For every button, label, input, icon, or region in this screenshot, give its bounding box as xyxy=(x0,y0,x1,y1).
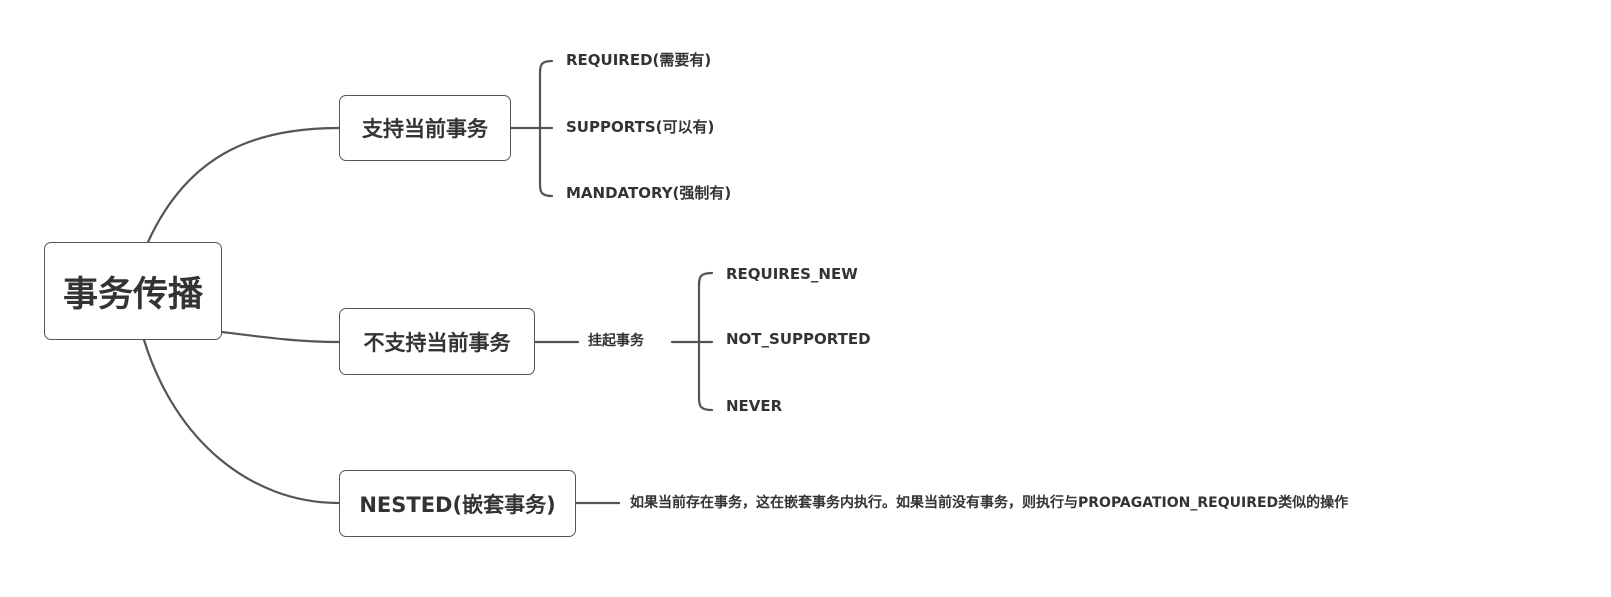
option-requires-new[interactable]: REQUIRES_NEW xyxy=(726,265,858,283)
root-label: 事务传播 xyxy=(62,274,203,315)
branch-support-current-transaction[interactable]: 支持当前事务 xyxy=(339,95,511,161)
brace-not-support-children xyxy=(697,271,714,412)
connector-root-nested xyxy=(142,338,341,505)
branch-not-support-current-transaction[interactable]: 不支持当前事务 xyxy=(339,308,535,375)
option-required[interactable]: REQUIRED(需要有) xyxy=(566,51,712,69)
branch-label: 支持当前事务 xyxy=(362,117,488,141)
brace-support-children xyxy=(538,59,554,198)
option-never[interactable]: NEVER xyxy=(726,397,783,415)
option-supports[interactable]: SUPPORTS(可以有) xyxy=(566,118,715,136)
option-mandatory[interactable]: MANDATORY(强制有) xyxy=(566,184,732,202)
option-not-supported[interactable]: NOT_SUPPORTED xyxy=(726,330,871,348)
branch-nested[interactable]: NESTED(嵌套事务) xyxy=(339,470,576,537)
root-node[interactable]: 事务传播 xyxy=(44,242,222,340)
connector-root-not-support xyxy=(220,330,341,344)
connector-root-support xyxy=(146,126,341,244)
branch-label: NESTED(嵌套事务) xyxy=(359,492,556,517)
branch-label: 不支持当前事务 xyxy=(363,330,511,355)
middle-suspend-transaction[interactable]: 挂起事务 xyxy=(588,333,644,349)
nested-description[interactable]: 如果当前存在事务，这在嵌套事务内执行。如果当前没有事务，则执行与PROPAGAT… xyxy=(630,495,1349,511)
